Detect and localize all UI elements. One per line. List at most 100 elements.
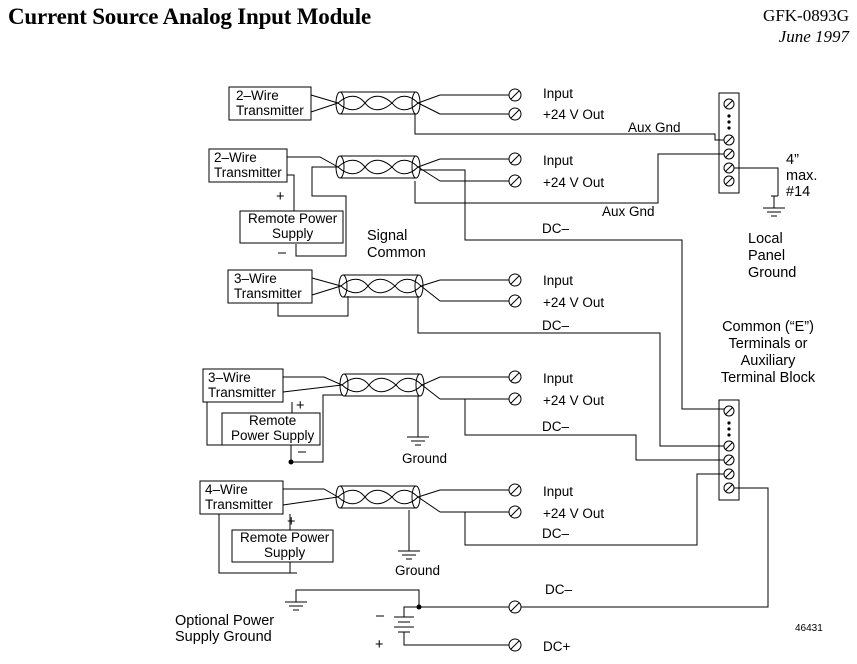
plus24-terminal-5: [508, 505, 522, 519]
dc-minus-wire-2: [420, 169, 724, 410]
supply-plus: +: [375, 637, 383, 653]
wire-spec-2: max.: [786, 168, 817, 184]
remote-power-supply-2: [239, 210, 344, 244]
transmitter-5-label-1: 4–Wire: [205, 482, 248, 497]
input-terminal-5: [508, 483, 522, 497]
input-label-4: Input: [543, 371, 573, 386]
transmitter-1-label-1: 2–Wire: [236, 88, 279, 103]
local-ground-icon: [762, 207, 786, 217]
common-terminals-1: Common (“E”): [722, 319, 814, 335]
dc-minus-label-3: DC–: [542, 318, 569, 333]
dc-minus-label-4: DC–: [542, 419, 569, 434]
supply-dc-minus-wire: [521, 487, 769, 608]
ps5-label-2: Supply: [264, 545, 306, 560]
plus24-terminal-2: [508, 174, 522, 188]
dc-minus-terminal-supply: [508, 600, 522, 614]
common-terminals-3: Auxiliary: [741, 353, 797, 369]
common-terminals-4: Terminal Block: [721, 370, 816, 386]
dc-minus-wire-3: [417, 296, 724, 447]
terminal-block-common: [718, 399, 740, 501]
dc-minus-wire-5: [440, 473, 724, 546]
ps5-label-1: Remote Power: [240, 530, 330, 545]
transmitter-3-label-1: 3–Wire: [234, 271, 277, 286]
plus24-label-1: +24 V Out: [543, 107, 604, 122]
transmitter-2-box: [208, 148, 288, 183]
ps2-label-2: Supply: [272, 226, 314, 241]
aux-gnd-wire-1: [414, 114, 724, 141]
common-terminals-2: Terminals or: [729, 336, 808, 352]
document-id: GFK-0893G: [763, 6, 849, 25]
dc-minus-label-supply: DC–: [545, 582, 572, 597]
ps2-plus: +: [276, 189, 284, 205]
transmitter-2-label-1: 2–Wire: [214, 150, 257, 165]
document-date: June 1997: [778, 27, 849, 46]
supply-minus: –: [376, 608, 385, 624]
ps4-label-2: Power Supply: [231, 428, 315, 443]
ps2-minus: –: [278, 245, 287, 261]
ps4-label-1: Remote: [249, 413, 296, 428]
shielded-cable-2: [335, 155, 421, 179]
input-label-2: Input: [543, 153, 573, 168]
dc-plus-label: DC+: [543, 639, 570, 654]
transmitter-5-label-2: Transmitter: [205, 497, 273, 512]
plus24-terminal-4: [508, 392, 522, 406]
input-terminal-1: [508, 88, 522, 102]
transmitter-1-label-2: Transmitter: [236, 103, 304, 118]
plus24-terminal-3: [508, 294, 522, 308]
wire-spec-3: #14: [786, 184, 810, 200]
transmitter-5-box: [199, 480, 284, 515]
input-terminal-3: [508, 273, 522, 287]
optional-ground-label-2: Supply Ground: [175, 629, 272, 645]
plus24-label-4: +24 V Out: [543, 393, 604, 408]
ground-label-5: Ground: [395, 563, 440, 578]
input-terminal-2: [508, 152, 522, 166]
aux-gnd-wire-2: [414, 153, 724, 204]
page-title: Current Source Analog Input Module: [8, 4, 371, 29]
ps5-minus: –: [289, 565, 298, 581]
terminal-block-top: [718, 92, 740, 194]
ground-wire: [734, 167, 779, 196]
shielded-cable-4: [339, 373, 425, 397]
dc-plus-terminal-supply: [508, 638, 522, 652]
ground-icon-4: [406, 436, 430, 446]
shielded-cable-3: [338, 274, 424, 298]
ps4-minus: –: [298, 444, 307, 460]
transmitter-2-label-2: Transmitter: [214, 165, 282, 180]
transmitter-3-label-2: Transmitter: [234, 286, 302, 301]
dc-minus-label-2: DC–: [542, 221, 569, 236]
input-label-5: Input: [543, 484, 573, 499]
optional-ground-label-1: Optional Power: [175, 613, 274, 629]
dc-minus-label-5: DC–: [542, 526, 569, 541]
input-label-3: Input: [543, 273, 573, 288]
wire-spec-1: 4”: [786, 152, 799, 168]
dc-minus-wire-4: [440, 398, 724, 461]
local-panel-ground-2: Panel: [748, 248, 785, 264]
plus24-terminal-1: [508, 107, 522, 121]
aux-gnd-label-2: Aux Gnd: [602, 204, 655, 219]
transmitter-1-box: [228, 86, 312, 121]
ps2-label-1: Remote Power: [248, 211, 338, 226]
figure-number: 46431: [795, 623, 823, 634]
local-panel-ground-3: Ground: [748, 265, 796, 281]
ground-label-4: Ground: [402, 451, 447, 466]
aux-gnd-label-1: Aux Gnd: [628, 120, 681, 135]
shielded-cable-1: [335, 91, 421, 115]
plus24-label-2: +24 V Out: [543, 175, 604, 190]
remote-power-supply-5: [231, 529, 334, 563]
transmitter-4-label-1: 3–Wire: [208, 370, 251, 385]
ground-icon-5: [397, 550, 421, 560]
input-label-1: Input: [543, 86, 573, 101]
plus24-label-5: +24 V Out: [543, 506, 604, 521]
battery-icon: [394, 606, 509, 646]
optional-ground-icon: [284, 601, 308, 611]
transmitter-3-box: [227, 269, 313, 304]
shielded-cable-5: [335, 485, 421, 509]
ps4-plus: +: [296, 398, 304, 414]
remote-power-supply-4: [221, 412, 321, 446]
plus24-label-3: +24 V Out: [543, 295, 604, 310]
signal-common-label-2: Common: [367, 245, 426, 261]
ps5-plus: +: [287, 514, 295, 530]
transmitter-4-box: [202, 368, 284, 403]
